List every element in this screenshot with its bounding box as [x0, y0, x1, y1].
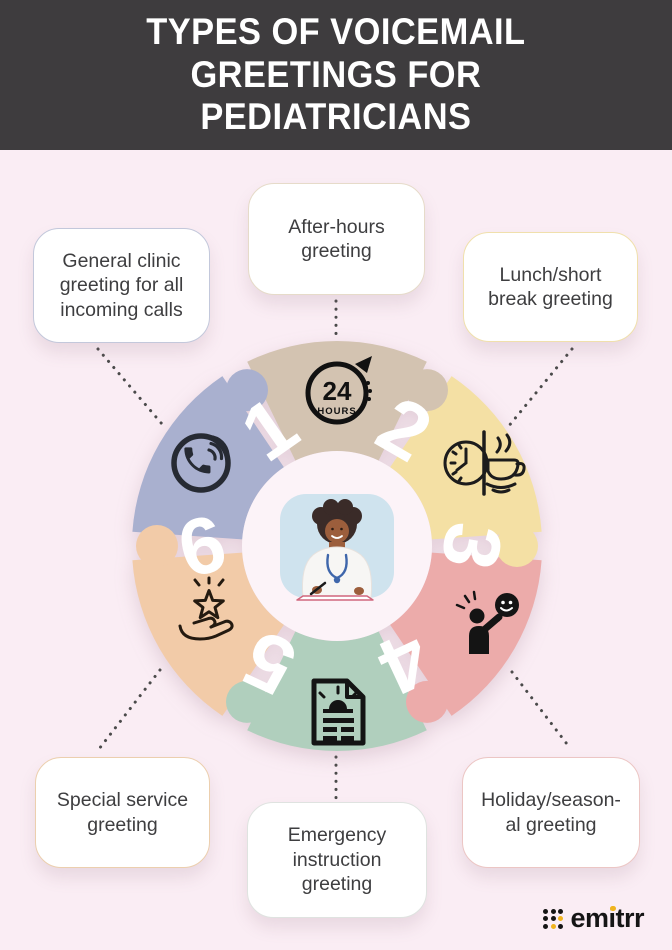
connector-top-left: [96, 347, 164, 426]
card-lunch-break: Lunch/short break greeting: [463, 232, 638, 342]
card-label: Emergency instruction greeting: [287, 824, 387, 896]
segment-special-service: [132, 552, 284, 716]
24-hours-icon: 24 HOURS: [305, 356, 372, 425]
emitrr-logo-mark: [543, 908, 564, 929]
card-label: Special service greeting: [56, 789, 189, 836]
pediatrician-illustration: [242, 451, 432, 641]
page-title: TYPES OF VOICEMAIL GREETINGS FOR PEDIATR…: [146, 10, 526, 138]
card-after-hours: After-hours greeting: [248, 183, 425, 295]
connector-bottom-right: [510, 670, 572, 750]
card-label: General clinic greeting for all incoming…: [59, 249, 184, 321]
card-holiday-seasonal: Holiday/season- al greeting: [462, 757, 640, 868]
card-label: Holiday/season- al greeting: [481, 789, 621, 836]
puzzle-knob: [406, 680, 448, 723]
card-general-clinic: General clinic greeting for all incoming…: [33, 228, 210, 343]
phone-rings-icon: [171, 433, 231, 493]
puzzle-knob: [226, 369, 268, 412]
connector-bottom-left: [97, 668, 162, 751]
segment-general-clinic: [132, 376, 284, 540]
connector-top-right: [506, 347, 574, 429]
puzzle-knob: [496, 525, 538, 567]
waving-person-icon: [455, 590, 519, 654]
emergency-document-icon: [311, 678, 366, 746]
segment-holiday-seasonal: [390, 552, 542, 716]
card-label: Lunch/short break greeting: [488, 263, 613, 310]
hand-star-icon: [178, 576, 234, 641]
segment-after-hours: [247, 340, 427, 461]
header: TYPES OF VOICEMAIL GREETINGS FOR PEDIATR…: [0, 0, 672, 150]
greeting-wheel: 1 2 3 4 5 6 24 HOURS: [132, 340, 542, 752]
svg-text:HOURS: HOURS: [317, 406, 356, 417]
emitrr-logo: emitrr: [543, 903, 644, 934]
card-emergency-instruction: Emergency instruction greeting: [247, 802, 427, 918]
emitrr-wordmark: emitrr: [570, 903, 644, 933]
puzzle-knob: [136, 525, 178, 567]
svg-text:24: 24: [323, 376, 352, 406]
card-special-service: Special service greeting: [35, 757, 210, 868]
card-label: After-hours greeting: [288, 215, 385, 262]
puzzle-knob: [226, 680, 268, 723]
clock-coffee-icon: [443, 430, 526, 496]
puzzle-knob: [406, 369, 448, 412]
